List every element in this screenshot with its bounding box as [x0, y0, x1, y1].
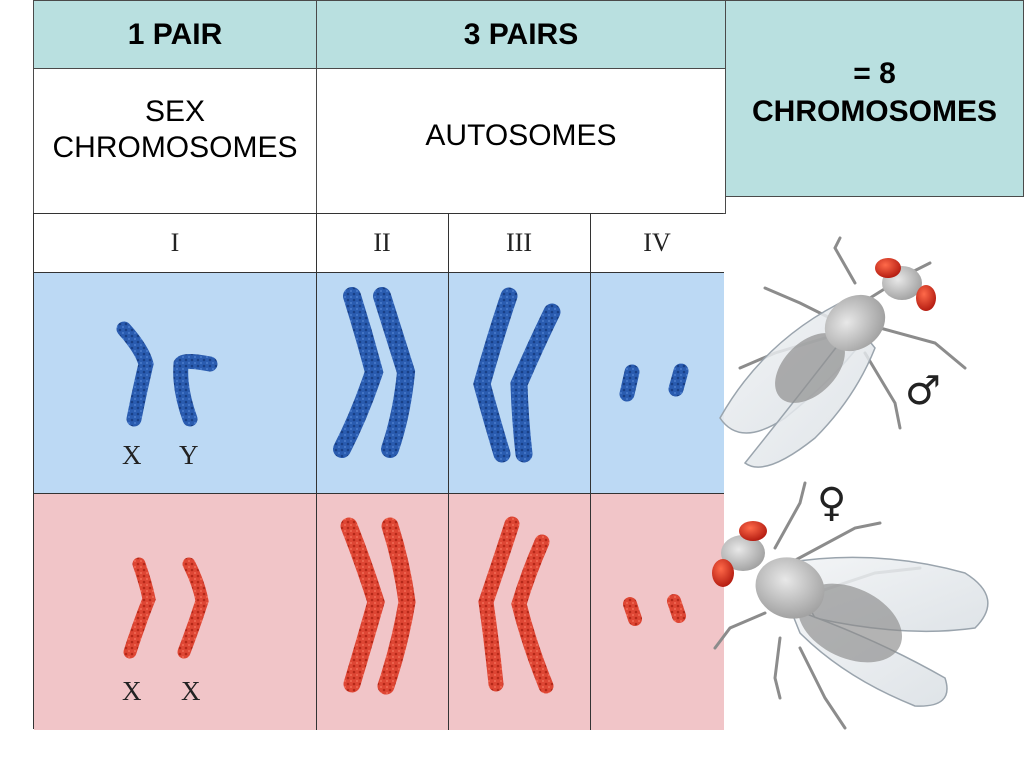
autosomes-cell: AUTOSOMES [316, 68, 726, 214]
header-three-pairs: 3 PAIRS [316, 0, 726, 69]
male-fly [719, 236, 967, 468]
grid-divider [316, 214, 317, 730]
male-chromosome-pair-3 [473, 287, 561, 463]
sex-chromosomes-cell: SEX CHROMOSOMES [33, 68, 317, 214]
female-chromosome-pair-4 [623, 594, 686, 626]
header-three-pairs-label: 3 PAIRS [463, 17, 579, 51]
female-chromosome-pair-3 [478, 516, 554, 694]
autosomes-label: AUTOSOMES [425, 119, 617, 152]
grid-divider [34, 272, 724, 273]
male-chromosome-x [116, 321, 154, 427]
total-chromosomes-cell: = 8 CHROMOSOMES [725, 0, 1024, 197]
female-symbol: ♀ [817, 480, 847, 526]
column-label-4: IV [643, 228, 671, 257]
female-fly [712, 481, 989, 730]
female-chromosome-x-1 [123, 557, 156, 659]
fruit-flies-illustration [712, 236, 989, 730]
male-symbol: ♂ [905, 368, 941, 414]
female-x-label-2: X [181, 676, 201, 706]
female-chromosome-pair-2 [340, 517, 416, 695]
karyotype-figure: I II III IV [33, 213, 724, 730]
column-header-row [34, 214, 724, 272]
column-label-1: I [170, 228, 180, 257]
column-label-2: II [373, 228, 391, 257]
sex-chromosomes-line1: SEX [144, 95, 206, 128]
male-y-label: Y [179, 440, 199, 470]
grid-divider [34, 493, 724, 494]
total-line1: = 8 [853, 57, 896, 90]
male-chromosome-pair-4 [619, 363, 689, 402]
grid-divider [448, 214, 449, 730]
female-chromosome-x-2 [177, 557, 209, 659]
header-one-pair: 1 PAIR [33, 0, 317, 69]
grid-divider [590, 214, 591, 730]
female-x-label-1: X [122, 676, 142, 706]
male-chromosome-y [173, 354, 218, 427]
male-x-label: X [122, 440, 142, 470]
male-chromosome-pair-2 [333, 287, 416, 458]
sex-chromosomes-line2: CHROMOSOMES [52, 131, 298, 164]
column-label-3: III [506, 228, 532, 257]
chromosome-drawing [116, 287, 689, 695]
header-one-pair-label: 1 PAIR [127, 17, 223, 51]
total-line2: CHROMOSOMES [751, 94, 997, 128]
